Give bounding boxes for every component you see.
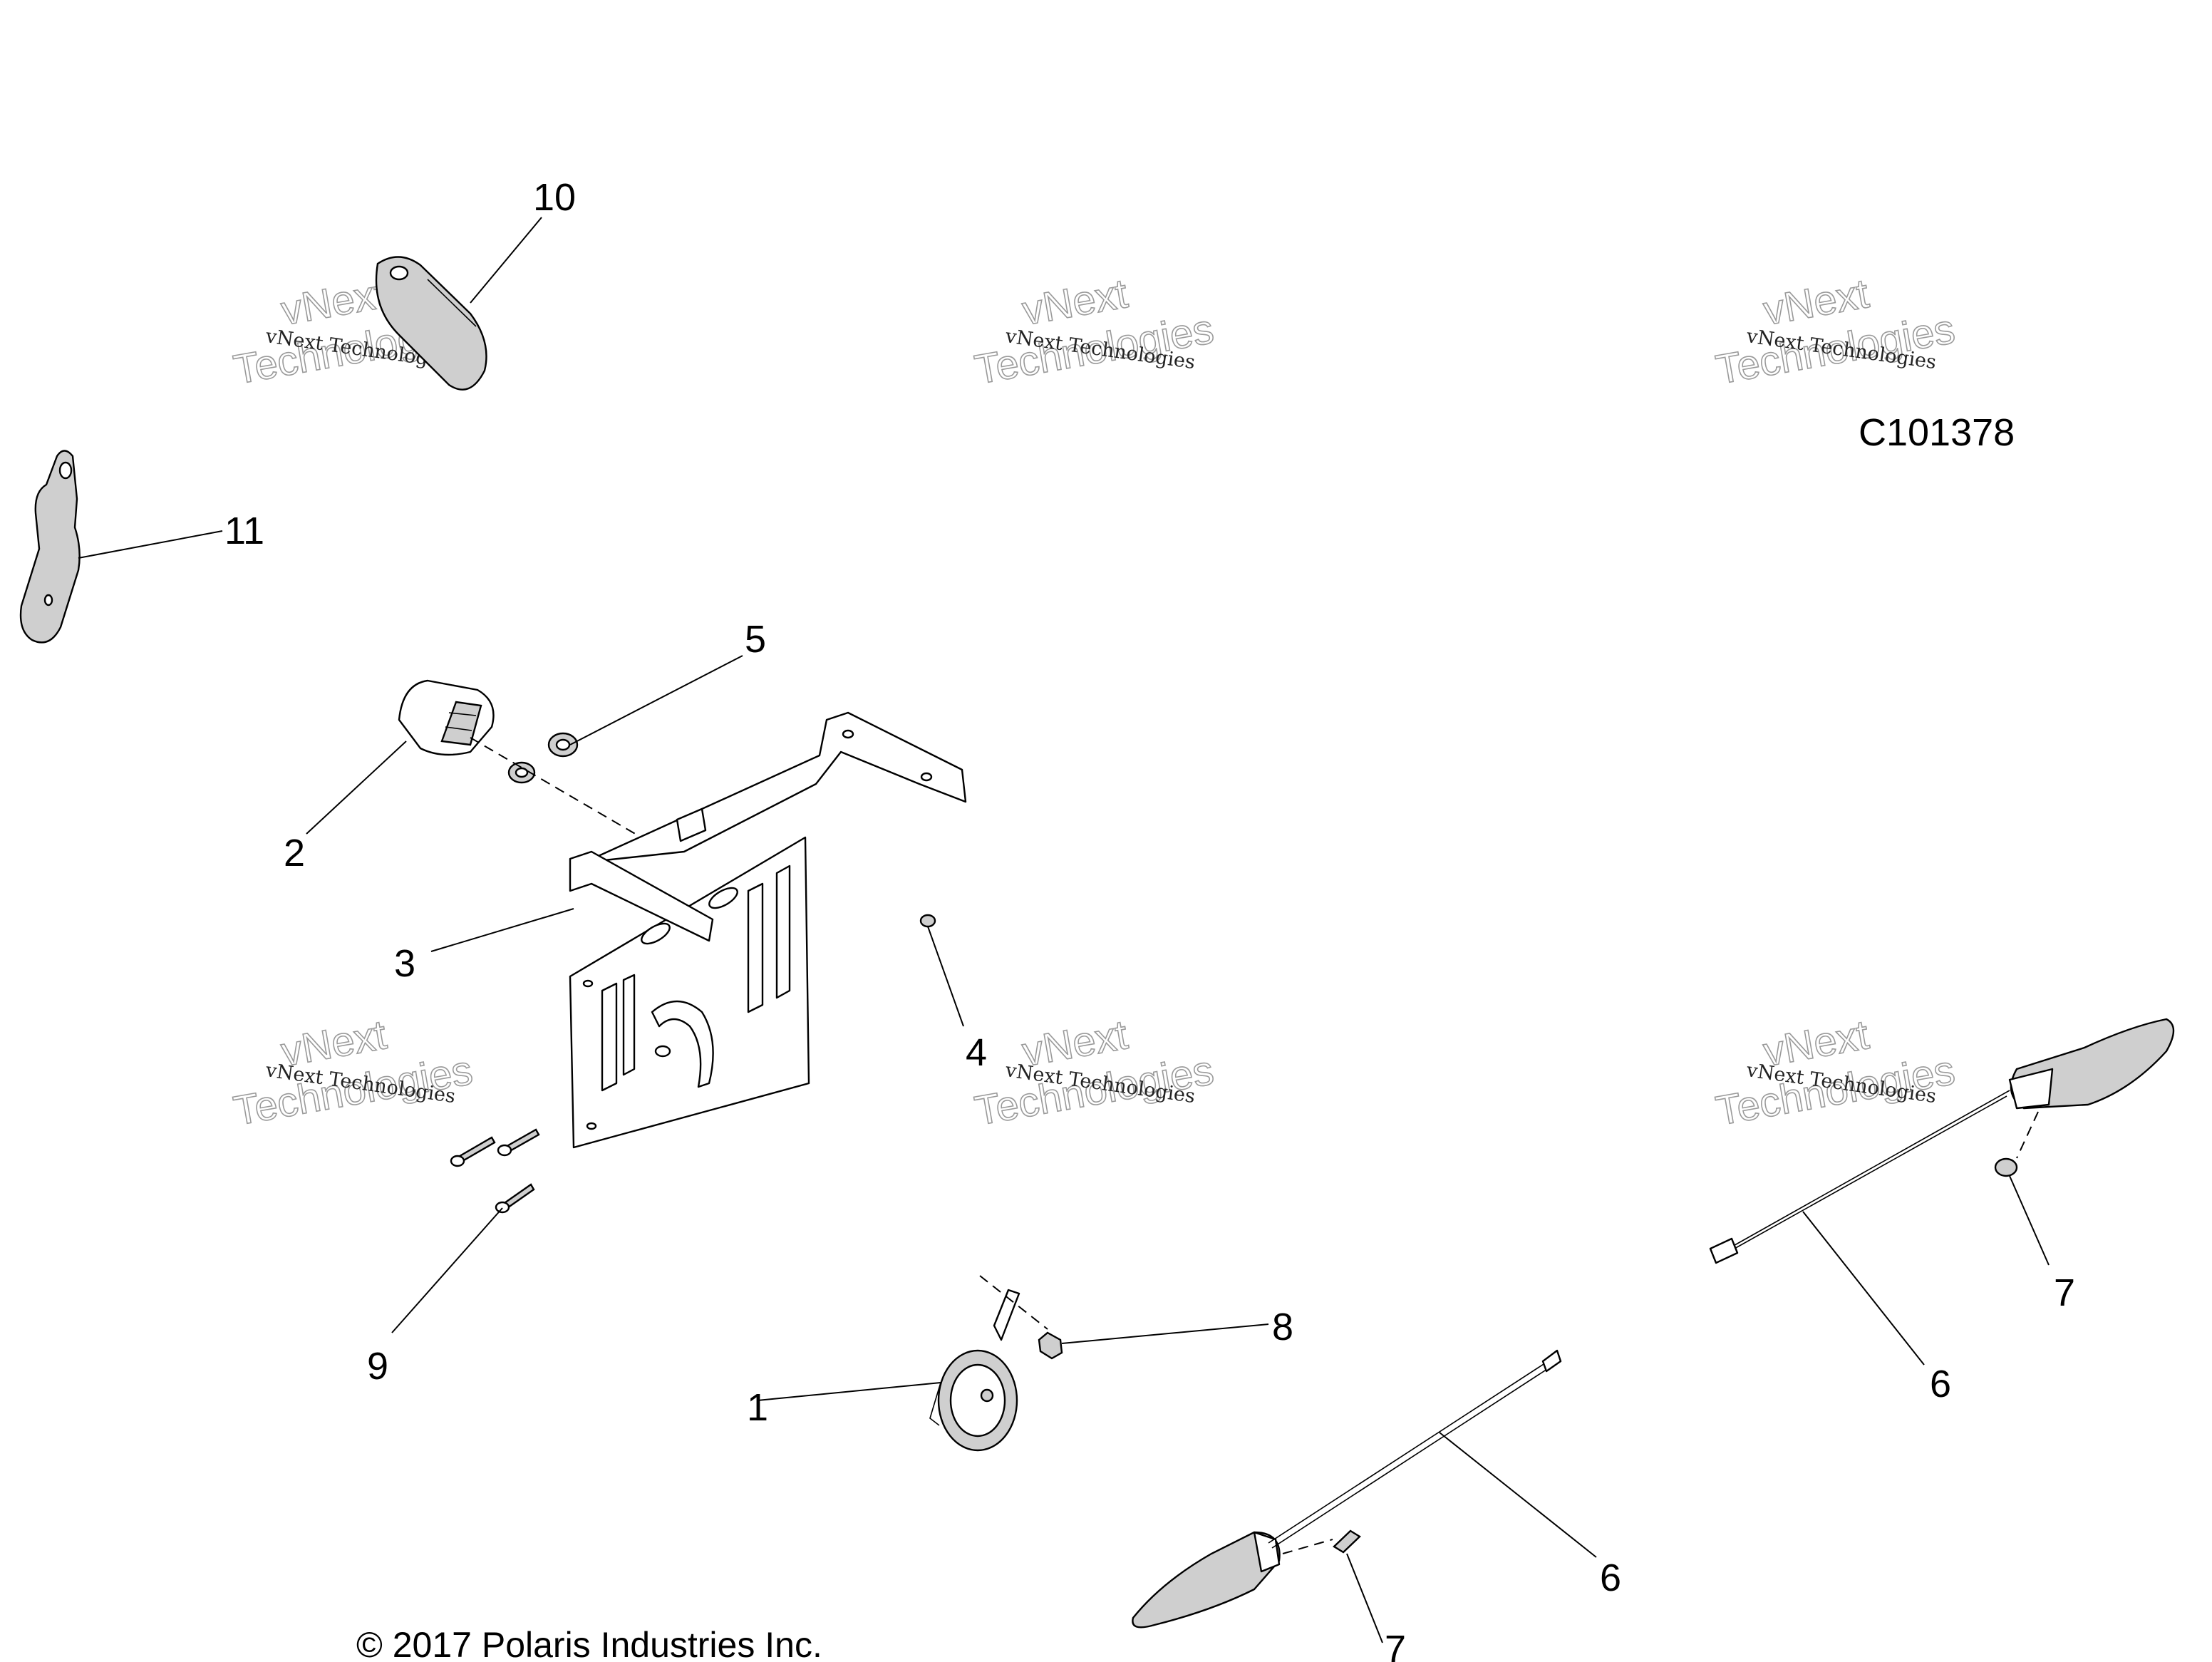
callout-6-bottom: 6 — [1600, 1557, 1621, 1599]
assembly-line — [2016, 1111, 2039, 1159]
part-1-horn — [929, 1289, 1020, 1452]
callout-8: 8 — [1272, 1306, 1293, 1348]
part-7-screw-right — [1994, 1157, 2018, 1177]
leader-lines — [78, 217, 2050, 1643]
callout-3: 3 — [394, 942, 415, 985]
part-10-bracket — [375, 256, 487, 391]
callout-6-right: 6 — [1930, 1363, 1951, 1405]
part-6-turn-signal-right — [1709, 1018, 2175, 1264]
callout-7-bottom: 7 — [1385, 1628, 1406, 1662]
part-4-nut — [919, 914, 936, 928]
callout-9: 9 — [367, 1345, 388, 1388]
watermark: vNext Technologies — [971, 269, 1217, 393]
watermark: vNext Technologies — [1712, 269, 1958, 393]
part-7-screw-bottom — [1333, 1529, 1361, 1554]
callout-5: 5 — [745, 618, 766, 661]
part-5-spacers — [507, 732, 579, 784]
part-3-plate-bracket — [569, 711, 967, 1149]
part-2-lamp — [398, 679, 495, 756]
assembly-line — [470, 737, 642, 838]
watermark: vNext Technologies — [229, 1011, 476, 1135]
part-9-screws — [450, 1128, 540, 1214]
copyright-notice: © 2017 Polaris Industries Inc. — [356, 1625, 822, 1662]
diagram-code: C101378 — [1859, 411, 2015, 454]
part-8-bolt — [1038, 1331, 1063, 1360]
assembly-line — [1282, 1539, 1333, 1554]
callout-1: 1 — [747, 1386, 768, 1429]
callout-11: 11 — [224, 510, 264, 552]
callout-10: 10 — [533, 176, 576, 219]
watermark: vNext Technologies — [1712, 1011, 1958, 1135]
callout-2: 2 — [284, 832, 305, 874]
watermark: vNext Technologies — [971, 1011, 1217, 1135]
part-11-bracket — [19, 450, 81, 644]
callout-4: 4 — [966, 1031, 987, 1074]
part-6-turn-signal-bottom — [1132, 1349, 1562, 1629]
assembly-line — [979, 1275, 1048, 1330]
callout-7-right: 7 — [2054, 1271, 2075, 1314]
